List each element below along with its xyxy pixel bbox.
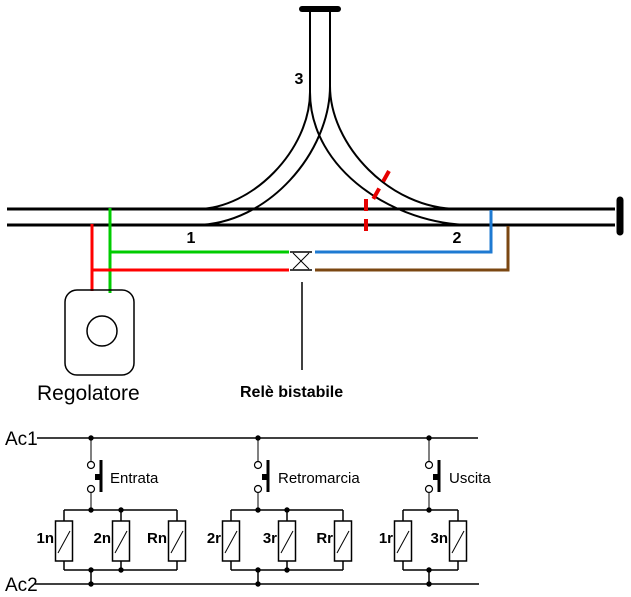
insulation-gap-diagonal-icon [369,170,391,204]
curve-right-lower [309,91,473,226]
pushbutton-entrata: Entrata [86,435,159,510]
coil-label-3n: 3n [430,530,448,547]
button-label-uscita: Uscita [449,470,491,487]
regolatore-label: Regolatore [37,382,140,405]
junction-dot [255,507,261,513]
button-actuator-nub-icon [95,474,101,480]
coil-group-retromarcia: 2r 3r Rr [207,507,353,587]
coil-label-3r: 3r [263,530,277,547]
coil-label-1r: 1r [379,530,393,547]
coil-label-1n: 1n [36,530,54,547]
coil-label-2r: 2r [207,530,221,547]
contact-terminal-icon [253,460,263,470]
regolatore-box [64,289,135,376]
coil-label-2n: 2n [93,530,111,547]
junction-dot [426,507,432,513]
junction-dot [426,581,432,587]
coil-diagonal-icon [451,530,465,554]
junction-dot [255,581,261,587]
bistable-relay: Relè bistabile [240,251,343,401]
junction-dot [255,567,261,573]
junction-dot [88,581,94,587]
coil-diagonal-icon [114,530,128,554]
contact-terminal-icon [86,484,96,494]
pushbutton-retromarcia: Retromarcia [253,435,360,510]
track-plan: 3 1 2 [7,6,624,247]
button-label-retromarcia: Retromarcia [278,470,360,487]
coil-label-Rn: Rn [147,530,167,547]
contact-terminal-icon [253,484,263,494]
junction-dot [88,567,94,573]
relay-label: Relè bistabile [240,384,343,401]
ac1-label: Ac1 [5,429,38,450]
track-label-3: 3 [295,71,304,88]
track-label-1: 1 [187,230,196,247]
coil-diagonal-icon [280,530,294,554]
coil-diagonal-icon [336,530,350,554]
coil-label-Rr: Rr [316,530,333,547]
coil-group-entrata: 1n 2n Rn [36,507,187,587]
button-actuator-nub-icon [433,474,439,480]
curve-left-outer [196,91,311,210]
coil-diagonal-icon [170,530,184,554]
wiring [90,208,510,293]
curve-left-inner [194,85,331,226]
curve-right-upper [329,85,459,210]
relay-x-diagonal-2 [292,252,310,270]
button-actuator-nub-icon [262,474,268,480]
wire-blue [315,210,493,254]
pushbutton-uscita: Uscita [424,435,491,510]
wire-brown [315,226,510,272]
junction-dot [88,507,94,513]
junction-dot [426,567,432,573]
track-label-2: 2 [453,230,462,247]
ac2-label: Ac2 [5,575,38,596]
contact-terminal-icon [86,460,96,470]
coil-diagonal-icon [57,530,71,554]
coil-diagonal-icon [396,530,410,554]
regolatore-knob-icon [86,315,118,347]
contact-terminal-icon [424,484,434,494]
contact-terminal-icon [424,460,434,470]
coil-group-uscita: 1r 3n [379,507,468,587]
regolatore-controller: Regolatore [37,289,140,405]
button-label-entrata: Entrata [110,470,159,487]
coil-diagonal-icon [224,530,238,554]
power-buses: Ac1 Ac2 [5,429,479,596]
